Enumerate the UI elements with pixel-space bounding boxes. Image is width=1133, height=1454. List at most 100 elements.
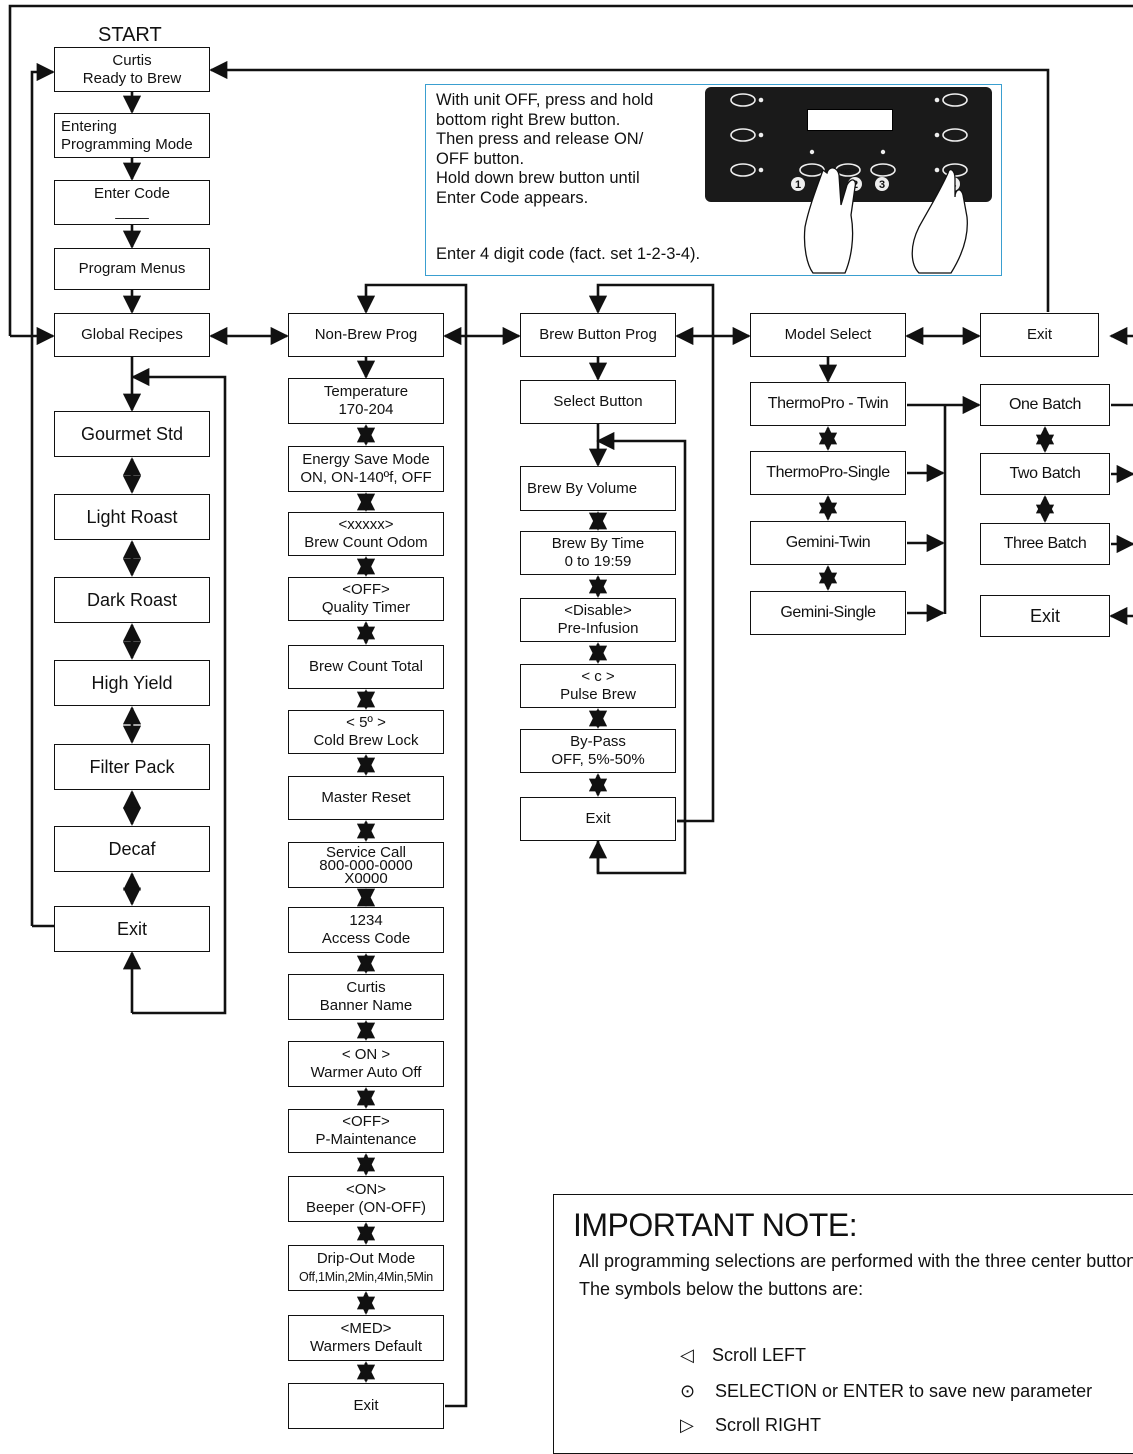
scroll-right-icon: ▷ [680, 1415, 694, 1435]
non-brew-item-4: <OFF>Quality Timer [288, 577, 444, 621]
panel-button-3 [870, 163, 896, 177]
non-brew-item-9-line-2: Access Code [321, 930, 411, 947]
panel-button-left-3 [730, 163, 756, 177]
brew-button-item-5-line-2: Pulse Brew [560, 686, 636, 703]
brew-button-item-5: < c >Pulse Brew [520, 664, 676, 708]
panel-button-right-2 [942, 128, 968, 142]
brewbtn-exit-return [588, 821, 687, 875]
global-recipe-2: Light Roast [54, 494, 210, 540]
batch-option-2: Two Batch [980, 453, 1110, 495]
non-brew-item-3-line-1: <xxxxx> [338, 516, 394, 533]
brew-button-prog-box: Brew Button Prog [520, 313, 676, 357]
global-recipe-1: Gourmet Std [54, 411, 210, 457]
main-exit-box-line-1: Exit [1026, 326, 1052, 343]
brew-button-item-7: Exit [520, 797, 676, 841]
model-option-3-line-1: Gemini-Twin [785, 534, 871, 551]
brew-button-item-3-line-1: Brew By Time [551, 535, 645, 552]
nonbrew-loop [356, 283, 468, 1408]
non-brew-prog-box: Non-Brew Prog [288, 313, 444, 357]
brewbtn-outer-loop [588, 283, 715, 823]
global-recipe-4-line-1: High Yield [91, 673, 173, 693]
non-brew-item-16-line-1: Exit [353, 1397, 379, 1414]
non-brew-item-8-line-1: Service Call [325, 843, 407, 861]
global-recipe-3: Dark Roast [54, 577, 210, 623]
callout-instruction-line-6: Enter Code appears. [436, 188, 589, 207]
global-recipe-6: Decaf [54, 826, 210, 872]
non-brew-item-6: < 5º >Cold Brew Lock [288, 710, 444, 754]
enter-code-box: Enter Code____ [54, 180, 210, 225]
brew-button-item-4: <Disable>Pre-Infusion [520, 598, 676, 642]
model-option-4: Gemini-Single [750, 591, 906, 635]
model-option-2-line-1: ThermoPro-Single [766, 464, 890, 481]
main-exit-box: Exit [980, 313, 1099, 357]
callout-instruction-line-4: OFF button. [436, 149, 525, 168]
model-select-box-line-1: Model Select [784, 326, 872, 343]
brew-button-item-5-line-1: < c > [581, 668, 615, 685]
model-option-2: ThermoPro-Single [750, 451, 906, 495]
exit-back-to-ready [209, 60, 1050, 312]
program-menus-box-line-1: Program Menus [78, 260, 186, 277]
left-loop-to-ready [30, 62, 55, 926]
enter-code-box-line-1: Enter Code [94, 184, 170, 202]
non-brew-item-15-line-1: <MED> [340, 1320, 392, 1337]
pressing-hands [803, 167, 968, 274]
scroll-left-icon: ◁ [680, 1345, 694, 1365]
non-brew-item-4-line-1: <OFF> [342, 581, 390, 598]
onoff-button-label: ON/OFF [839, 169, 858, 175]
note-line-1: All programming selections are performed… [579, 1251, 1133, 1271]
brew-button-item-4-line-1: <Disable> [564, 602, 632, 619]
panel-button-1 [799, 163, 825, 177]
brew-button-item-1-line-1: Select Button [553, 393, 643, 410]
callout-instruction-line-1: With unit OFF, press and hold [436, 91, 654, 109]
global-recipe-5: Filter Pack [54, 744, 210, 790]
global-recipe-6-line-1: Decaf [108, 839, 156, 859]
panel-display [807, 109, 893, 131]
model-select-box: Model Select [750, 313, 906, 357]
non-brew-item-8-line-3: X0000 [344, 869, 388, 887]
batch-option-1-line-1: One Batch [1008, 396, 1081, 413]
non-brew-item-3-line-2: Brew Count Odom [304, 534, 428, 551]
non-brew-item-2-line-2: ON, ON-140ºf, OFF [300, 469, 432, 486]
select-enter-text: SELECTION or ENTER to save new parameter [715, 1381, 1093, 1401]
non-brew-prog-box-line-1: Non-Brew Prog [314, 326, 418, 343]
non-brew-item-10-line-2: Banner Name [319, 997, 413, 1014]
non-brew-item-12-line-1: <OFF> [342, 1113, 390, 1130]
brew-button-item-1: Select Button [520, 380, 676, 424]
note-title: IMPORTANT NOTE: [573, 1207, 858, 1243]
control-panel-illustration: 1 2 3 4 ON/OFF [705, 87, 992, 274]
callout-code-hint: Enter 4 digit code (fact. set 1-2-3-4). [436, 245, 701, 263]
ready-to-brew-box-line-2: Ready to Brew [82, 69, 182, 87]
brew-button-item-6-line-2: OFF, 5%-50% [551, 751, 645, 768]
non-brew-item-1-line-2: 170-204 [338, 401, 394, 418]
non-brew-item-6-line-1: < 5º > [346, 714, 386, 731]
program-menus-box: Program Menus [54, 248, 210, 290]
non-brew-item-15: <MED>Warmers Default [288, 1315, 444, 1361]
panel-button-left-2 [730, 128, 756, 142]
ready-to-brew-box-line-1: Curtis [112, 51, 152, 69]
non-brew-item-4-line-2: Quality Timer [321, 599, 411, 616]
brew-button-item-4-line-2: Pre-Infusion [557, 620, 639, 637]
global-recipes-box-line-1: Global Recipes [81, 326, 183, 343]
batch-option-2-line-1: Two Batch [1009, 465, 1081, 482]
important-note: IMPORTANT NOTE: All programming selectio… [553, 1194, 1133, 1454]
non-brew-item-9-line-1: 1234 [349, 912, 383, 929]
batch-option-3-line-1: Three Batch [1003, 535, 1087, 552]
global-recipe-1-line-1: Gourmet Std [80, 424, 184, 444]
brew-button-item-2-line-1: Brew By Volume [527, 479, 638, 497]
global-recipe-4: High Yield [54, 660, 210, 706]
brew-button-item-7-line-1: Exit [585, 810, 611, 827]
global-loop [131, 367, 227, 1015]
non-brew-item-13-line-1: <ON> [345, 1181, 387, 1198]
non-brew-item-5-line-1: Brew Count Total [309, 658, 423, 675]
panel-buttons: 1 2 3 4 ON/OFF [730, 93, 968, 274]
